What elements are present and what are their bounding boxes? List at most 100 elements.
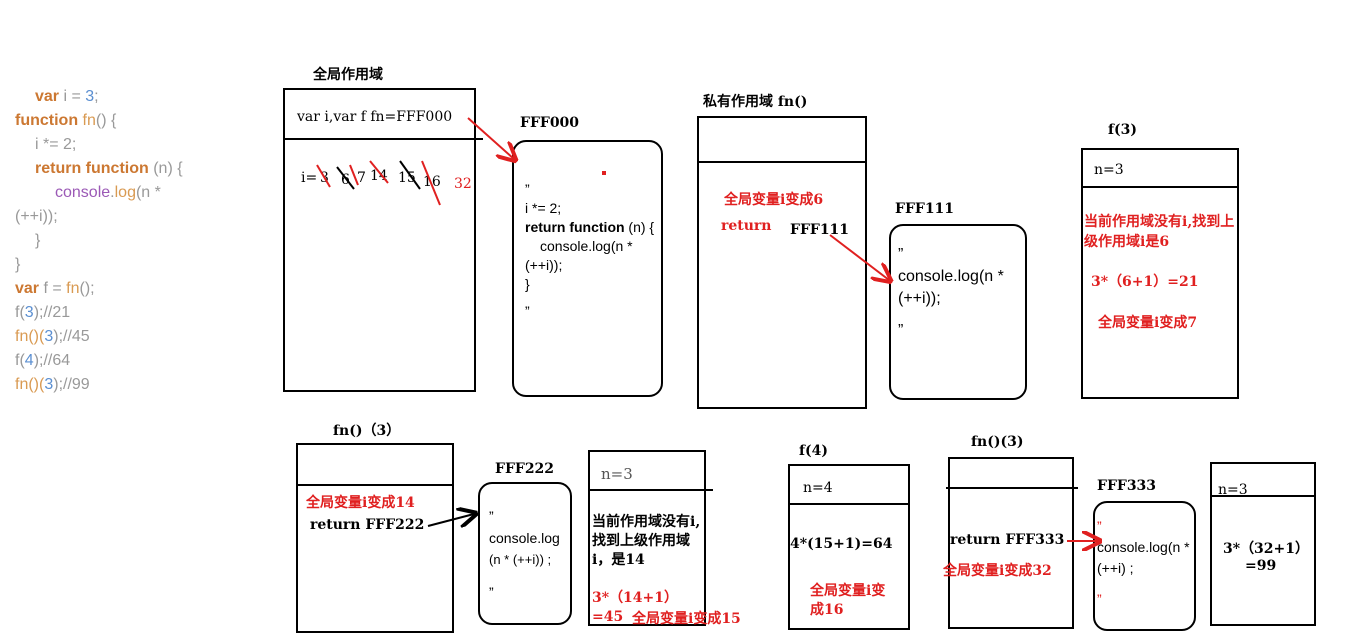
strike-mark — [316, 164, 331, 188]
open-quote: ” — [489, 508, 494, 524]
code-line: var i = 3; — [15, 85, 230, 109]
private-scope-title: 私有作用域 fn() — [703, 94, 808, 110]
f3-result: 全局变量i变成7 — [1098, 315, 1198, 331]
n3-result: 全局变量i变成15 — [632, 611, 741, 627]
code-number: 3 — [44, 376, 54, 393]
global-i-value: 16 — [423, 174, 441, 190]
code-text: (n * — [135, 184, 161, 201]
fff222-code: ” console.log (n * (++i)) ; ” — [489, 505, 560, 603]
f3-note: 当前作用域没有i,找到上级作用域i是6 — [1084, 214, 1235, 250]
open-quote: ” — [898, 246, 904, 263]
code-line: } — [525, 276, 530, 292]
code-line: (n * (++i)) ; — [489, 552, 552, 567]
code-text: (n) { — [624, 219, 655, 235]
code-function-name: fn — [66, 280, 80, 297]
code-line: } — [15, 256, 21, 273]
fn3b-return: return FFF333 — [950, 532, 1065, 548]
global-i-value: 6 — [341, 172, 350, 188]
strike-mark — [349, 164, 359, 186]
strike-mark — [421, 160, 441, 206]
n3-note: 当前作用域没有i,找到上级作用域i，是14 — [592, 514, 701, 568]
code-number: 3 — [44, 328, 54, 345]
code-text: i = — [59, 88, 86, 105]
code-listing: var i = 3; function fn() { i *= 2; retur… — [15, 85, 230, 397]
fff111-label: FFF111 — [895, 201, 955, 217]
code-keyword: return function — [525, 219, 625, 235]
f4-calc: 4*(15+1)=64 — [790, 536, 893, 552]
close-quote: ” — [898, 322, 904, 339]
global-scope-box — [283, 88, 476, 392]
code-number: 3 — [85, 88, 95, 105]
f4-header: n=4 — [803, 480, 833, 496]
code-line: var f = fn(); — [15, 277, 230, 301]
f3-box — [1081, 148, 1239, 399]
code-text: );//64 — [33, 352, 71, 369]
f4-box — [788, 464, 910, 630]
divider — [1081, 186, 1239, 188]
close-quote: ” — [1097, 591, 1102, 607]
fff000-code: ” i *= 2; return function (n) { console.… — [525, 180, 654, 321]
global-i-value: 14 — [370, 168, 388, 184]
code-text: ; — [94, 88, 99, 105]
f3-calc: 3*（6+1）=21 — [1091, 274, 1199, 290]
private-scope-note: 全局变量i变成6 — [724, 192, 824, 208]
fn3b-title: fn()(3) — [971, 434, 1024, 450]
divider — [296, 484, 454, 486]
strike-mark — [369, 160, 389, 184]
fn3a-note: 全局变量i变成14 — [306, 495, 415, 511]
private-return-keyword: return — [721, 218, 772, 234]
code-line: fn()(3);//45 — [15, 325, 230, 349]
code-text: (n) { — [148, 160, 183, 177]
fn3a-title: fn()（3） — [333, 423, 401, 439]
fff222-box — [478, 482, 572, 625]
arrow-to-fff000 — [467, 117, 514, 159]
strike-marks — [316, 160, 441, 206]
code-keyword: return function — [35, 160, 149, 177]
global-scope-header: var i,var f fn=FFF000 — [297, 109, 453, 125]
code-function-name: fn — [78, 112, 96, 129]
private-return-value: FFF111 — [790, 222, 850, 238]
code-text: . — [110, 184, 115, 201]
code-number: 4 — [24, 352, 34, 369]
code-line: return function (n) { — [15, 157, 230, 181]
code-text: );//99 — [53, 376, 90, 393]
divider — [1210, 495, 1316, 497]
code-function-name: log — [114, 184, 136, 201]
divider — [283, 138, 483, 140]
open-quote: ” — [1097, 518, 1102, 534]
code-line: console.log(n * — [15, 181, 230, 205]
strike-mark — [399, 160, 421, 190]
f3-title: f(3) — [1108, 122, 1138, 138]
code-line: fn()(3);//99 — [15, 373, 230, 397]
divider — [788, 503, 910, 505]
last-calc-line1: 3*（32+1） — [1223, 541, 1310, 557]
fn3a-return: return FFF222 — [310, 517, 425, 533]
code-line: return function (n) { — [525, 218, 654, 237]
code-line: (++i)); — [15, 208, 58, 225]
fff333-label: FFF333 — [1097, 478, 1157, 494]
code-function-name: fn()( — [15, 328, 45, 345]
global-i-value: 7 — [357, 170, 366, 186]
code-line: console.log(n * — [540, 238, 633, 254]
code-line: (++i)); — [525, 257, 563, 273]
fff000-label: FFF000 — [520, 115, 580, 131]
code-text: () { — [95, 112, 117, 129]
code-text: );//21 — [33, 304, 71, 321]
code-keyword: function — [15, 112, 79, 129]
arrow-to-fff111 — [829, 234, 889, 280]
code-line: } — [35, 232, 41, 249]
last-header: n=3 — [1218, 482, 1248, 498]
code-line: console.log(n * — [1097, 539, 1190, 555]
global-scope-title: 全局作用域 — [313, 67, 383, 83]
code-line: i *= 2; — [35, 136, 77, 153]
fff222-label: FFF222 — [495, 461, 555, 477]
fn3b-note: 全局变量i变成32 — [943, 563, 1052, 579]
code-number: 3 — [24, 304, 34, 321]
fn3a-box — [296, 443, 454, 633]
global-i-value: 15 — [398, 170, 416, 186]
red-dot — [602, 171, 606, 175]
last-scope-box — [1210, 462, 1316, 626]
fn3b-box — [948, 457, 1074, 629]
fff333-code: ” console.log(n * (++i) ; ” — [1097, 516, 1190, 610]
